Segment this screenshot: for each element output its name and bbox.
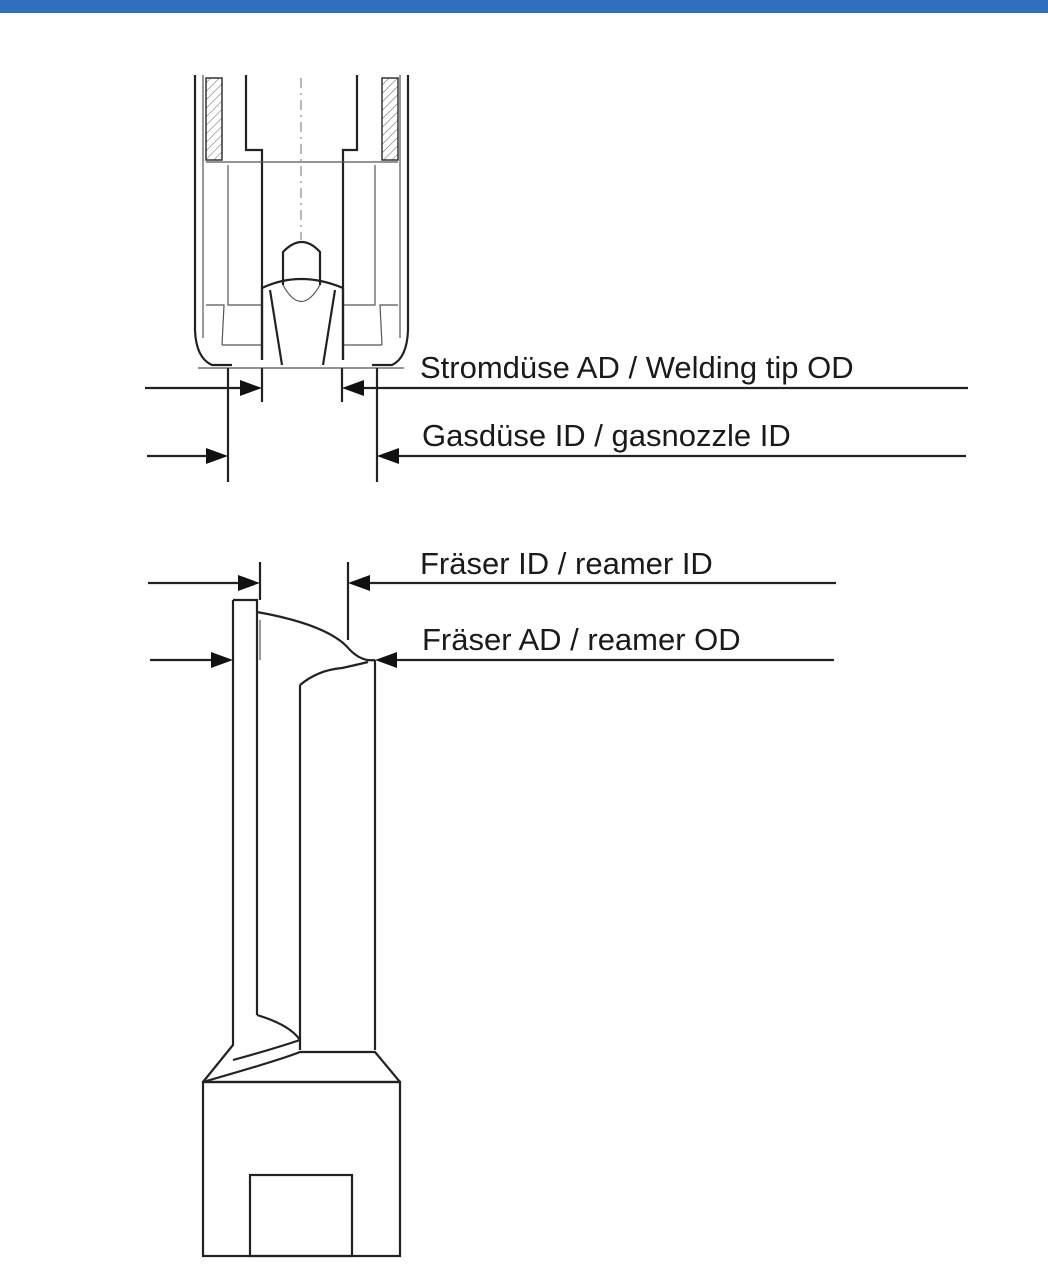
gas-nozzle-left-wall — [193, 75, 232, 367]
welding-tip — [260, 277, 345, 360]
arrow-left-icon — [377, 448, 399, 464]
bottom-dimension-lines — [258, 562, 350, 640]
gasnozzle-id-dimension — [147, 448, 966, 464]
arrow-right-icon — [240, 380, 262, 396]
left-thread-insert — [205, 77, 223, 161]
reamer-cutting-edge — [256, 610, 376, 662]
reamer-drive-slot — [248, 1173, 354, 1258]
top-accent-bar — [0, 0, 1048, 13]
reamer-od-dimension — [150, 652, 834, 668]
gasnozzle-id-label: Gasdüse ID / gasnozzle ID — [422, 418, 791, 453]
gas-nozzle-assembly — [193, 75, 410, 369]
welding-tip-od-label: Stromdüse AD / Welding tip OD — [420, 350, 854, 385]
arrow-left-icon — [348, 575, 370, 591]
reamer — [201, 598, 402, 1258]
contact-tip-bullet — [281, 240, 322, 285]
right-thread-insert — [381, 77, 399, 161]
reamer-id-dimension — [148, 575, 836, 591]
arrow-right-icon — [211, 652, 233, 668]
arrow-right-icon — [206, 448, 228, 464]
welding-tip-od-dimension — [145, 380, 968, 396]
arrow-left-icon — [375, 652, 397, 668]
reamer-od-label: Fräser AD / reamer OD — [422, 622, 741, 657]
gas-nozzle-right-wall — [372, 75, 410, 367]
arrow-right-icon — [238, 575, 260, 591]
reamer-left-edge — [202, 600, 235, 1083]
arrow-left-icon — [342, 380, 364, 396]
reamer-shank — [201, 1080, 402, 1258]
reamer-id-label: Fräser ID / reamer ID — [420, 546, 713, 581]
